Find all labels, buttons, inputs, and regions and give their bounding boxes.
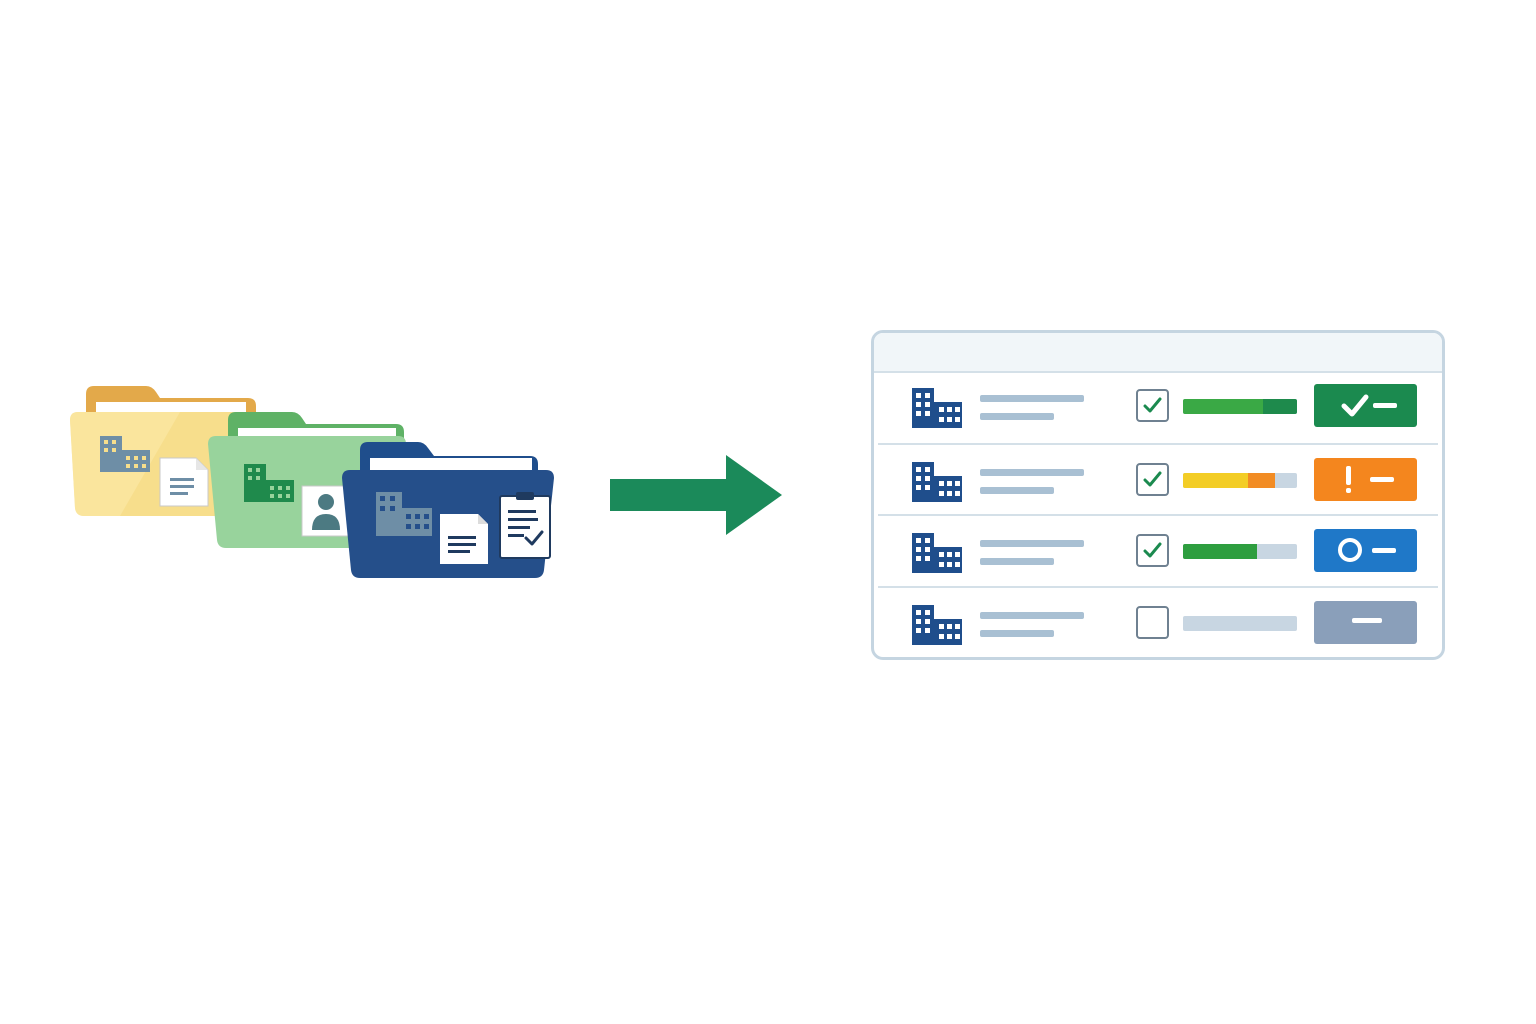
document-icon bbox=[440, 514, 488, 564]
exclamation-icon bbox=[1314, 458, 1417, 501]
text-placeholder-line bbox=[980, 469, 1084, 476]
checkbox-checked[interactable] bbox=[1136, 534, 1169, 567]
progress-bar bbox=[1183, 544, 1297, 559]
status-badge[interactable] bbox=[1314, 384, 1417, 427]
checkbox-checked[interactable] bbox=[1136, 389, 1169, 422]
progress-segment bbox=[1183, 399, 1263, 414]
progress-segment bbox=[1247, 473, 1276, 488]
panel-header bbox=[874, 333, 1442, 373]
status-badge[interactable] bbox=[1314, 601, 1417, 644]
table-row bbox=[878, 443, 1438, 516]
text-placeholder-line bbox=[980, 558, 1054, 565]
green-folder-icon bbox=[208, 412, 406, 548]
progress-segment bbox=[1183, 544, 1258, 559]
building-icon bbox=[912, 388, 964, 430]
source-folders bbox=[60, 380, 570, 590]
text-placeholder-line bbox=[980, 630, 1054, 637]
check-icon bbox=[1143, 542, 1162, 558]
progress-segment bbox=[1262, 399, 1297, 414]
circle-icon bbox=[1314, 529, 1417, 572]
text-placeholder-line bbox=[980, 487, 1054, 494]
document-icon bbox=[159, 457, 209, 507]
progress-bar bbox=[1183, 616, 1297, 631]
check-icon bbox=[1143, 397, 1162, 413]
checkbox-checked[interactable] bbox=[1136, 463, 1169, 496]
text-placeholder-line bbox=[980, 413, 1054, 420]
table-row bbox=[878, 586, 1438, 657]
text-placeholder-line bbox=[980, 540, 1084, 547]
text-placeholder-line bbox=[980, 612, 1084, 619]
person-card-icon bbox=[301, 485, 351, 537]
progress-bar bbox=[1183, 473, 1297, 488]
arrow-right-icon bbox=[608, 453, 784, 537]
blue-folder-icon bbox=[342, 442, 554, 578]
progress-segment bbox=[1183, 473, 1248, 488]
status-badge[interactable] bbox=[1314, 529, 1417, 572]
building-icon bbox=[912, 462, 964, 504]
dash-icon bbox=[1314, 601, 1417, 644]
table-row bbox=[878, 514, 1438, 587]
text-placeholder-line bbox=[980, 395, 1084, 402]
table-row bbox=[878, 371, 1438, 442]
check-icon bbox=[1314, 384, 1417, 427]
progress-bar bbox=[1183, 399, 1297, 414]
building-icon bbox=[912, 533, 964, 575]
checkbox-unchecked[interactable] bbox=[1136, 606, 1169, 639]
results-panel bbox=[871, 330, 1445, 660]
clipboard-check-icon bbox=[499, 492, 551, 559]
building-icon bbox=[912, 605, 964, 647]
status-badge[interactable] bbox=[1314, 458, 1417, 501]
check-icon bbox=[1143, 471, 1162, 487]
